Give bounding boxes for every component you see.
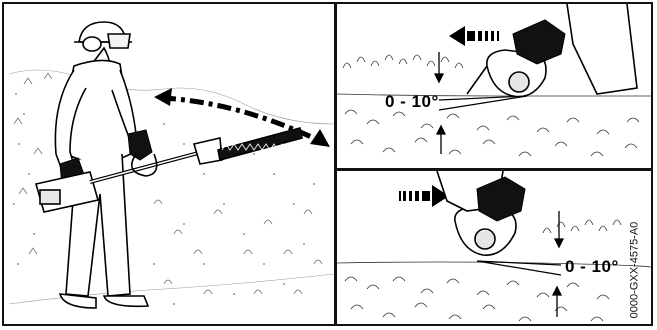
angle-label-bottom: 0 - 10° <box>565 257 619 277</box>
dashed-arrow-left-icon <box>449 26 499 46</box>
dashed-arrow-right-icon <box>399 185 449 207</box>
trimmer-detail-top <box>337 4 651 169</box>
angle-label-top: 0 - 10° <box>385 92 439 112</box>
angle-detail-panel-top: 0 - 10° <box>337 4 651 169</box>
operator-illustration <box>4 4 334 324</box>
operator-panel <box>4 4 334 324</box>
trimmer-detail-bottom <box>337 171 651 324</box>
figure-code: 0000-GXX-4575-A0 <box>629 222 641 319</box>
angle-detail-panel-bottom: 0 - 10° 0000-GXX-4575-A0 <box>337 171 651 324</box>
double-headed-arrow-icon <box>154 88 330 147</box>
illustration-frame: 0 - 10° <box>2 2 653 326</box>
